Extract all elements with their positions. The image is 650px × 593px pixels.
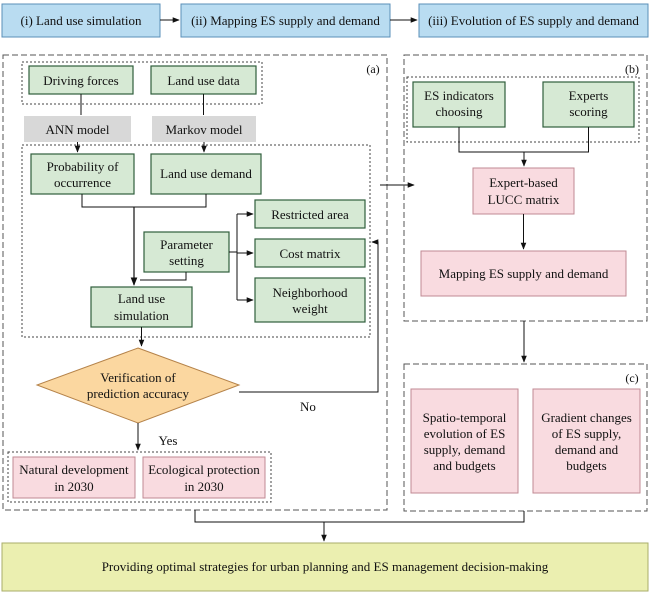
panel-b-label: (b)	[625, 62, 639, 76]
ann-model-box: ANN model	[24, 116, 131, 142]
driving-forces-label: Driving forces	[43, 73, 118, 88]
land-use-demand-label: Land use demand	[160, 166, 252, 181]
verification-label-line2: prediction accuracy	[87, 386, 190, 401]
connector-probability-demand	[81, 194, 207, 208]
ann-model-label: ANN model	[46, 122, 110, 137]
verification-diamond: Verification of prediction accuracy	[35, 347, 241, 424]
es-indicators-box: ES indicators choosing	[412, 81, 506, 128]
verification-label-line1: Verification of	[100, 370, 176, 385]
land-use-simulation-box: Land use simulation	[90, 286, 193, 328]
land-use-data-box: Land use data	[150, 65, 257, 95]
simulation-label-line1: Land use	[118, 291, 166, 306]
connector-panels-to-strategies	[194, 510, 525, 523]
panel-a-label: (a)	[366, 62, 379, 76]
neighborhood-weight-box: Neighborhood weight	[254, 277, 366, 323]
parameter-label-line2: setting	[169, 253, 204, 268]
indicators-label-line1: ES indicators	[424, 88, 494, 103]
ecological-label-line2: in 2030	[184, 479, 223, 494]
experts-label-line1: Experts	[569, 88, 609, 103]
simulation-group-frame	[21, 144, 371, 338]
step-evolution-es-label: (iii) Evolution of ES supply and demand	[428, 13, 639, 28]
panel-c-frame	[403, 363, 648, 512]
step-mapping-es: (ii) Mapping ES supply and demand	[180, 3, 391, 38]
gradient-label-line4: budgets	[566, 458, 606, 473]
mapping-label: Mapping ES supply and demand	[439, 266, 609, 281]
markov-model-box: Markov model	[152, 116, 256, 142]
inputs-group-frame	[21, 61, 263, 105]
gradient-label-line3: demand and	[555, 442, 619, 457]
natural-label-line2: in 2030	[54, 479, 93, 494]
step-land-use-simulation-label: (i) Land use simulation	[21, 13, 142, 28]
cost-matrix-label: Cost matrix	[279, 246, 341, 261]
spatio-label-line3: supply, demand	[424, 442, 506, 457]
lucc-label-line1: Expert-based	[489, 175, 558, 190]
restricted-area-box: Restricted area	[254, 199, 366, 229]
spatio-temporal-box: Spatio-temporal evolution of ES supply, …	[410, 388, 519, 494]
no-label: No	[300, 399, 316, 414]
arrow-verification-no-loop	[239, 239, 379, 393]
mapping-es-box: Mapping ES supply and demand	[420, 250, 627, 297]
connector-parameter-to-simulation	[140, 272, 187, 281]
es-inputs-group-frame	[406, 76, 640, 143]
driving-forces-box: Driving forces	[28, 65, 134, 95]
parameter-label-line1: Parameter	[160, 237, 213, 252]
land-use-demand-box: Land use demand	[150, 153, 262, 195]
indicators-label-line2: choosing	[436, 104, 483, 119]
probability-box: Probability of occurrence	[30, 153, 135, 195]
natural-label-line1: Natural development	[19, 462, 129, 477]
spatio-label-line4: and budgets	[433, 458, 495, 473]
natural-development-box: Natural development in 2030	[12, 456, 136, 499]
panel-b-frame	[403, 54, 648, 322]
experts-scoring-box: Experts scoring	[542, 81, 635, 128]
probability-label-line1: Probability of	[47, 159, 120, 174]
experts-label-line2: scoring	[569, 104, 608, 119]
simulation-label-line2: simulation	[114, 308, 169, 323]
lucc-label-line2: LUCC matrix	[488, 192, 560, 207]
neighborhood-label-line2: weight	[292, 301, 328, 316]
parameter-setting-box: Parameter setting	[143, 231, 230, 273]
yes-label: Yes	[159, 433, 178, 448]
neighborhood-label-line1: Neighborhood	[272, 285, 348, 300]
step-evolution-es: (iii) Evolution of ES supply and demand	[418, 3, 649, 38]
ecological-protection-box: Ecological protection in 2030	[142, 456, 266, 499]
markov-model-label: Markov model	[166, 122, 243, 137]
land-use-data-label: Land use data	[167, 73, 239, 88]
ecological-label-line1: Ecological protection	[148, 462, 260, 477]
panel-c-label: (c)	[625, 371, 638, 385]
spatio-label-line1: Spatio-temporal	[423, 410, 507, 425]
gradient-label-line1: Gradient changes	[541, 410, 632, 425]
gradient-label-line2: of ES supply,	[552, 426, 622, 441]
lucc-matrix-box: Expert-based LUCC matrix	[472, 167, 575, 215]
strategies-box: Providing optimal strategies for urban p…	[1, 542, 649, 592]
cost-matrix-box: Cost matrix	[254, 238, 366, 268]
scenario-group-frame	[7, 451, 272, 503]
step-mapping-es-label: (ii) Mapping ES supply and demand	[191, 13, 380, 28]
restricted-area-label: Restricted area	[271, 207, 349, 222]
probability-label-line2: occurrence	[54, 175, 111, 190]
connector-indicators-experts	[458, 127, 589, 153]
strategies-label: Providing optimal strategies for urban p…	[102, 559, 549, 574]
gradient-changes-box: Gradient changes of ES supply, demand an…	[532, 388, 641, 494]
step-land-use-simulation: (i) Land use simulation	[1, 3, 161, 38]
spatio-label-line2: evolution of ES	[424, 426, 506, 441]
